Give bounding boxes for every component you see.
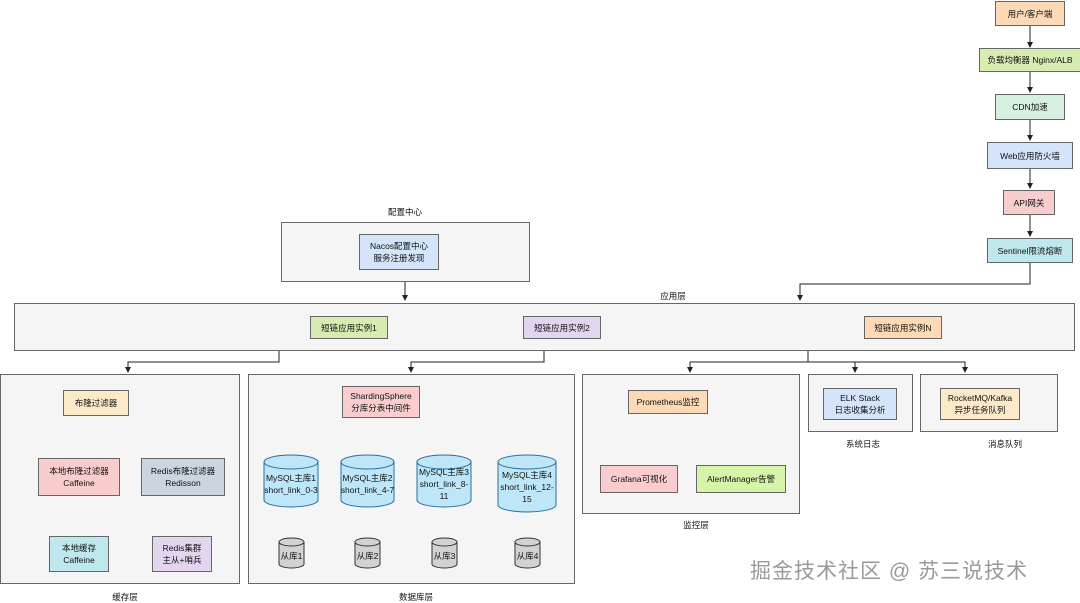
database-cylinder-icon xyxy=(431,537,458,569)
api-gateway-node: API网关 xyxy=(1003,190,1055,215)
database-cylinder-icon xyxy=(497,454,557,513)
database-cylinder-icon xyxy=(278,537,305,569)
sentinel-node: Sentinel限流熔断 xyxy=(987,238,1073,263)
cdn-node: CDN加速 xyxy=(995,94,1065,120)
elk-stack-node: ELK Stack 日志收集分析 xyxy=(823,388,897,420)
mysql-master-1: MySQL主库1 short_link_0-3 xyxy=(263,454,319,508)
prometheus-node: Prometheus监控 xyxy=(628,390,708,414)
rocketmq-kafka-node: RocketMQ/Kafka 异步任务队列 xyxy=(940,388,1020,420)
database-layer-title: 数据库层 xyxy=(398,592,433,602)
monitor-layer-title: 监控层 xyxy=(683,520,709,530)
mysql-slave-1-label: 从库1 xyxy=(280,551,303,561)
load-balancer-node: 负载均衡器 Nginx/ALB xyxy=(979,48,1080,72)
app-instance-n: 短链应用实例N xyxy=(864,316,942,339)
database-cylinder-icon xyxy=(416,454,472,508)
mysql-slave-2: 从库2 xyxy=(354,537,381,569)
mysql-slave-3: 从库3 xyxy=(431,537,458,569)
client-node: 用户/客户端 xyxy=(995,1,1065,26)
cache-layer-title: 缓存层 xyxy=(112,592,138,602)
database-cylinder-icon xyxy=(514,537,541,569)
mysql-master-4-label: MySQL主库4 short_link_12- 15 xyxy=(500,469,554,504)
app-instance-1: 短链应用实例1 xyxy=(310,316,388,339)
local-bloom-filter-node: 本地布隆过滤器 Caffeine xyxy=(38,458,120,496)
watermark: 掘金技术社区 @ 苏三说技术 xyxy=(750,560,1028,583)
waf-node: Web应用防火墙 xyxy=(987,142,1073,169)
mysql-master-3-label: MySQL主库3 short_link_8-11 xyxy=(418,467,470,501)
mysql-slave-1: 从库1 xyxy=(278,537,305,569)
nacos-node: Nacos配置中心 服务注册发现 xyxy=(359,234,439,270)
mysql-slave-4-label: 从库4 xyxy=(516,551,539,561)
database-cylinder-icon xyxy=(263,454,319,508)
system-log-title: 系统日志 xyxy=(845,439,880,449)
mysql-master-3: MySQL主库3 short_link_8-11 xyxy=(416,454,472,508)
mysql-master-2-label: MySQL主库2 short_link_4-7 xyxy=(340,473,395,495)
database-cylinder-icon xyxy=(354,537,381,569)
app-layer-title: 应用层 xyxy=(660,291,686,301)
mysql-slave-4: 从库4 xyxy=(514,537,541,569)
database-cylinder-icon xyxy=(340,454,395,508)
config-center-title: 配置中心 xyxy=(387,207,422,217)
app-instance-2: 短链应用实例2 xyxy=(523,316,601,339)
redis-bloom-filter-node: Redis布隆过滤器 Redisson xyxy=(141,458,225,496)
alertmanager-node: AlertManager告警 xyxy=(696,465,786,493)
message-queue-title: 消息队列 xyxy=(987,439,1022,449)
grafana-node: Grafana可视化 xyxy=(600,465,678,493)
bloom-filter-node: 布隆过滤器 xyxy=(63,390,129,416)
redis-cluster-node: Redis集群 主从+哨兵 xyxy=(152,536,212,572)
mysql-slave-2-label: 从库2 xyxy=(356,551,379,561)
mysql-master-2: MySQL主库2 short_link_4-7 xyxy=(340,454,395,508)
shardingsphere-node: ShardingSphere 分库分表中间件 xyxy=(342,386,420,418)
local-cache-node: 本地缓存 Caffeine xyxy=(49,536,109,572)
mysql-master-1-label: MySQL主库1 short_link_0-3 xyxy=(264,473,318,495)
mysql-master-4: MySQL主库4 short_link_12- 15 xyxy=(497,454,557,513)
mysql-slave-3-label: 从库3 xyxy=(433,551,456,561)
